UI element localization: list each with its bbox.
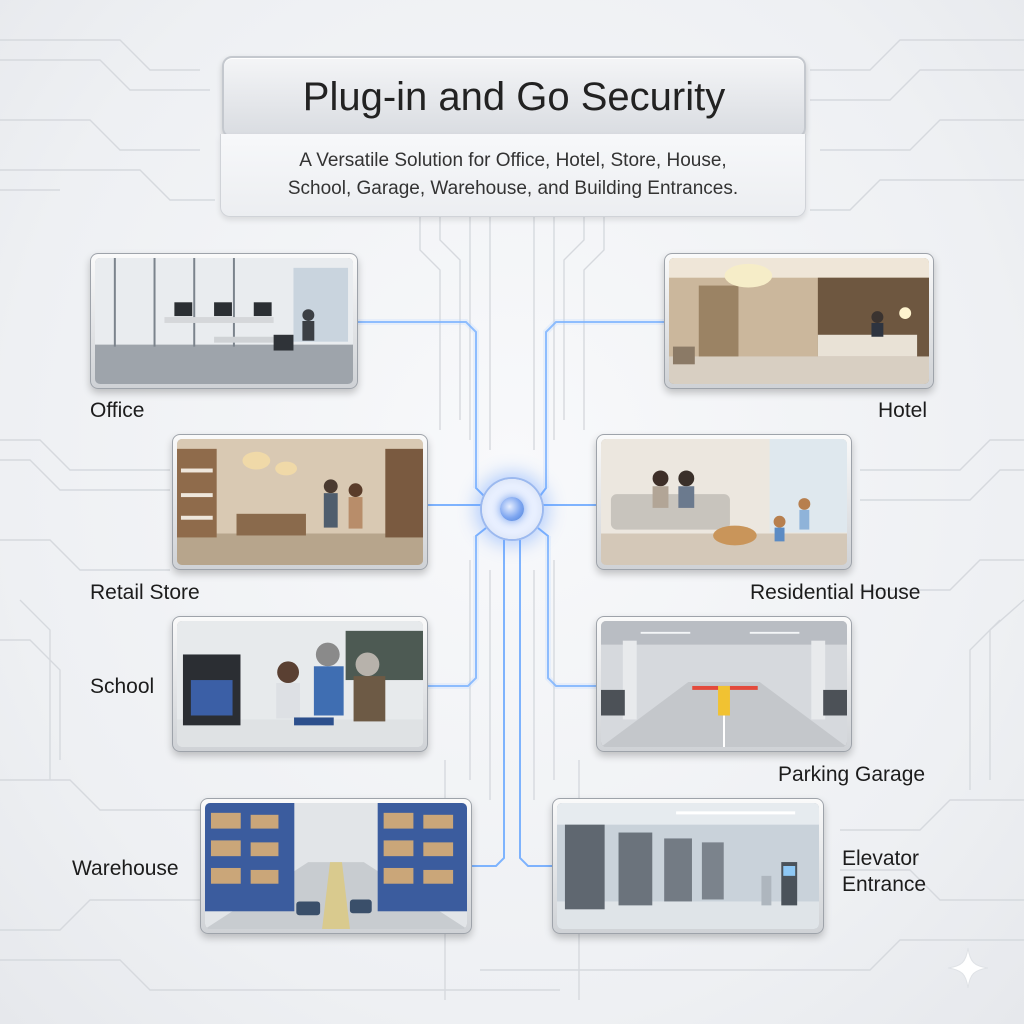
- page-subtitle: A Versatile Solution for Office, Hotel, …: [288, 147, 738, 203]
- hotel-photo: [669, 258, 929, 384]
- sparkle-icon: [947, 947, 989, 989]
- card-residential-house[interactable]: [596, 434, 852, 570]
- card-parking-garage[interactable]: [596, 616, 852, 752]
- residential-house-photo: [601, 439, 847, 565]
- label-hotel: Hotel: [878, 399, 928, 422]
- label-school: School: [90, 675, 155, 698]
- label-office: Office: [90, 399, 145, 422]
- label-elevator-line-2: Entrance: [842, 873, 927, 896]
- security-hub-icon: [482, 479, 542, 539]
- label-residential-house: Residential House: [750, 581, 921, 604]
- card-warehouse[interactable]: [200, 798, 472, 934]
- school-photo: [177, 621, 423, 747]
- subtitle-line-1: A Versatile Solution for Office, Hotel, …: [299, 150, 727, 171]
- title-panel: Plug-in and Go Security: [222, 56, 806, 138]
- warehouse-photo: [205, 803, 467, 929]
- label-elevator-entrance: Elevator Entrance: [842, 846, 926, 898]
- label-warehouse: Warehouse: [72, 857, 179, 880]
- card-school[interactable]: [172, 616, 428, 752]
- card-retail-store[interactable]: [172, 434, 428, 570]
- page-title: Plug-in and Go Security: [302, 74, 726, 119]
- label-parking-garage: Parking Garage: [778, 763, 926, 786]
- subtitle-line-2: School, Garage, Warehouse, and Building …: [287, 178, 739, 199]
- card-hotel[interactable]: [664, 253, 934, 389]
- card-office[interactable]: [90, 253, 358, 389]
- retail-store-photo: [177, 439, 423, 565]
- card-elevator-entrance[interactable]: [552, 798, 824, 934]
- label-retail-store: Retail Store: [90, 581, 200, 604]
- subtitle-panel: A Versatile Solution for Office, Hotel, …: [220, 134, 806, 217]
- parking-garage-photo: [601, 621, 847, 747]
- office-photo: [95, 258, 353, 384]
- label-elevator-line-1: Elevator: [842, 847, 920, 870]
- elevator-entrance-photo: [557, 803, 819, 929]
